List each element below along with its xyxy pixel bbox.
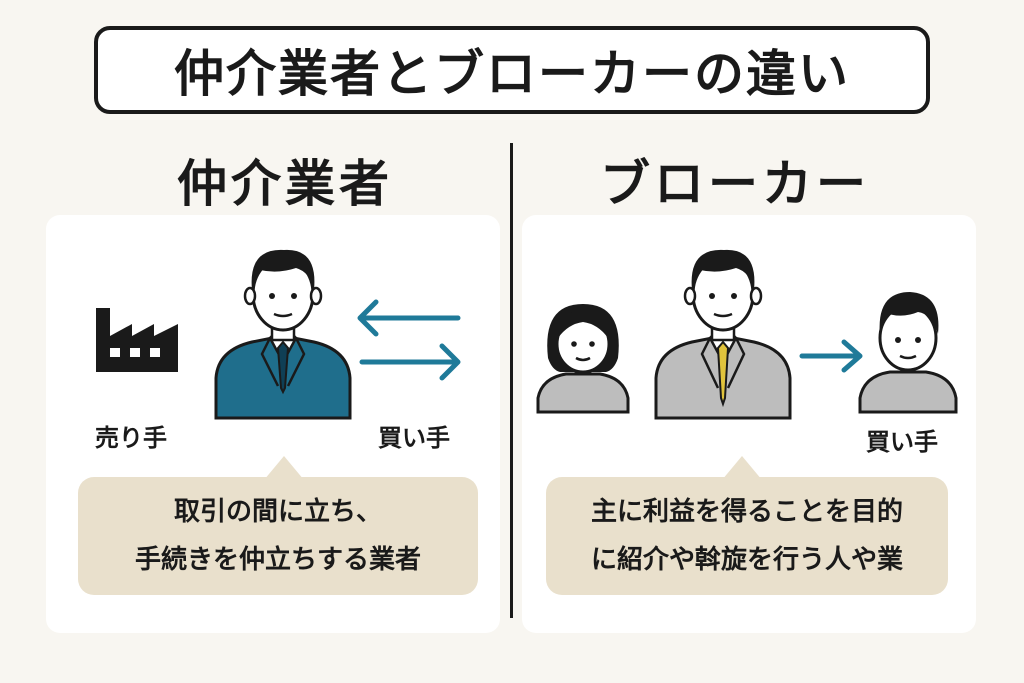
center-divider [510, 143, 513, 618]
factory-icon [96, 308, 178, 372]
page-title: 仲介業者とブローカーの違い [174, 45, 850, 103]
woman-icon [536, 304, 630, 414]
left-description-line1: 取引の間に立ち、 [173, 497, 382, 527]
seller-label: 売り手 [95, 424, 167, 452]
broker-gray-suit-icon [654, 249, 792, 420]
right-buyer-label: 買い手 [866, 428, 938, 456]
businessman-blue-suit-icon [214, 249, 352, 420]
right-description-line2: に紹介や斡旋を行う人や業 [590, 545, 903, 575]
exchange-arrows-icon [357, 299, 461, 381]
right-heading: ブローカー [600, 155, 870, 213]
right-bubble-tail [722, 456, 762, 480]
right-description-line1: 主に利益を得ることを目的 [590, 497, 903, 527]
title-box: 仲介業者とブローカーの違い [94, 26, 930, 114]
buyer-man-icon [858, 292, 958, 414]
arrow-right-icon [799, 339, 863, 373]
left-bubble-tail [264, 456, 304, 480]
right-description-bubble: 主に利益を得ることを目的 に紹介や斡旋を行う人や業 [546, 477, 948, 595]
left-buyer-label: 買い手 [378, 424, 450, 452]
left-heading: 仲介業者 [177, 155, 393, 213]
left-description-bubble: 取引の間に立ち、 手続きを仲立ちする業者 [78, 477, 478, 595]
left-description-line2: 手続きを仲立ちする業者 [134, 545, 421, 575]
